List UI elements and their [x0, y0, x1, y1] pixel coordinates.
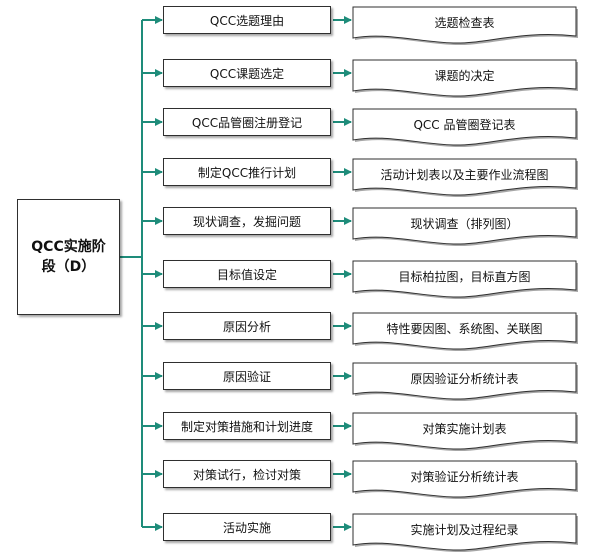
output-label: QCC 品管圈登记表 — [413, 118, 516, 132]
step-box: 现状调查，发掘问题 — [163, 207, 331, 235]
step-box: 原因分析 — [163, 312, 331, 340]
output-document-shape: 活动计划表以及主要作业流程图 — [352, 158, 578, 198]
step-box: 对策试行，检讨对策 — [163, 460, 331, 488]
step-label: 现状调查，发掘问题 — [192, 214, 301, 229]
step-label: 目标值设定 — [216, 267, 277, 282]
output-label: 目标柏拉图，目标直方图 — [398, 270, 531, 284]
output-label: 实施计划及过程纪录 — [410, 523, 519, 537]
qcc-implementation-phase-box: QCC实施阶 段（D） — [17, 199, 120, 315]
step-label: 制定QCC推行计划 — [197, 165, 297, 180]
output-label: 活动计划表以及主要作业流程图 — [380, 168, 549, 182]
main-box-line1: QCC实施阶 — [31, 239, 106, 255]
output-label: 课题的决定 — [434, 69, 495, 83]
step-label: QCC选题理由 — [209, 13, 285, 28]
output-document-shape: 对策验证分析统计表 — [352, 460, 578, 500]
output-document-shape: 实施计划及过程纪录 — [352, 513, 578, 553]
main-box-line2: 段（D） — [41, 259, 96, 275]
step-label: 原因分析 — [222, 319, 271, 334]
step-label: QCC品管圈注册登记 — [191, 115, 303, 130]
step-box: 目标值设定 — [163, 260, 331, 288]
output-document-shape: 现状调查（排列图） — [352, 207, 578, 247]
step-box: 制定QCC推行计划 — [163, 158, 331, 186]
step-label: 原因验证 — [222, 369, 271, 384]
step-label: 活动实施 — [222, 520, 271, 535]
output-label: 对策验证分析统计表 — [410, 470, 519, 484]
step-label: QCC课题选定 — [209, 66, 285, 81]
step-box: QCC选题理由 — [163, 6, 331, 34]
output-label: 对策实施计划表 — [422, 422, 507, 436]
output-document-shape: 原因验证分析统计表 — [352, 362, 578, 402]
output-label: 原因验证分析统计表 — [410, 372, 519, 386]
step-box: 原因验证 — [163, 362, 331, 390]
output-document-shape: 特性要因图、系统图、关联图 — [352, 312, 578, 352]
step-box: QCC品管圈注册登记 — [163, 108, 331, 136]
step-box: 活动实施 — [163, 513, 331, 541]
output-label: 现状调查（排列图） — [410, 217, 519, 231]
output-label: 选题检查表 — [434, 16, 495, 30]
step-box: 制定对策措施和计划进度 — [163, 412, 331, 440]
step-label: 对策试行，检讨对策 — [192, 467, 301, 482]
output-document-shape: QCC 品管圈登记表 — [352, 108, 578, 148]
step-label: 制定对策措施和计划进度 — [180, 419, 313, 434]
output-document-shape: 课题的决定 — [352, 59, 578, 99]
output-document-shape: 选题检查表 — [352, 6, 578, 46]
output-document-shape: 对策实施计划表 — [352, 412, 578, 452]
output-label: 特性要因图、系统图、关联图 — [386, 322, 543, 336]
output-document-shape: 目标柏拉图，目标直方图 — [352, 260, 578, 300]
step-box: QCC课题选定 — [163, 59, 331, 87]
